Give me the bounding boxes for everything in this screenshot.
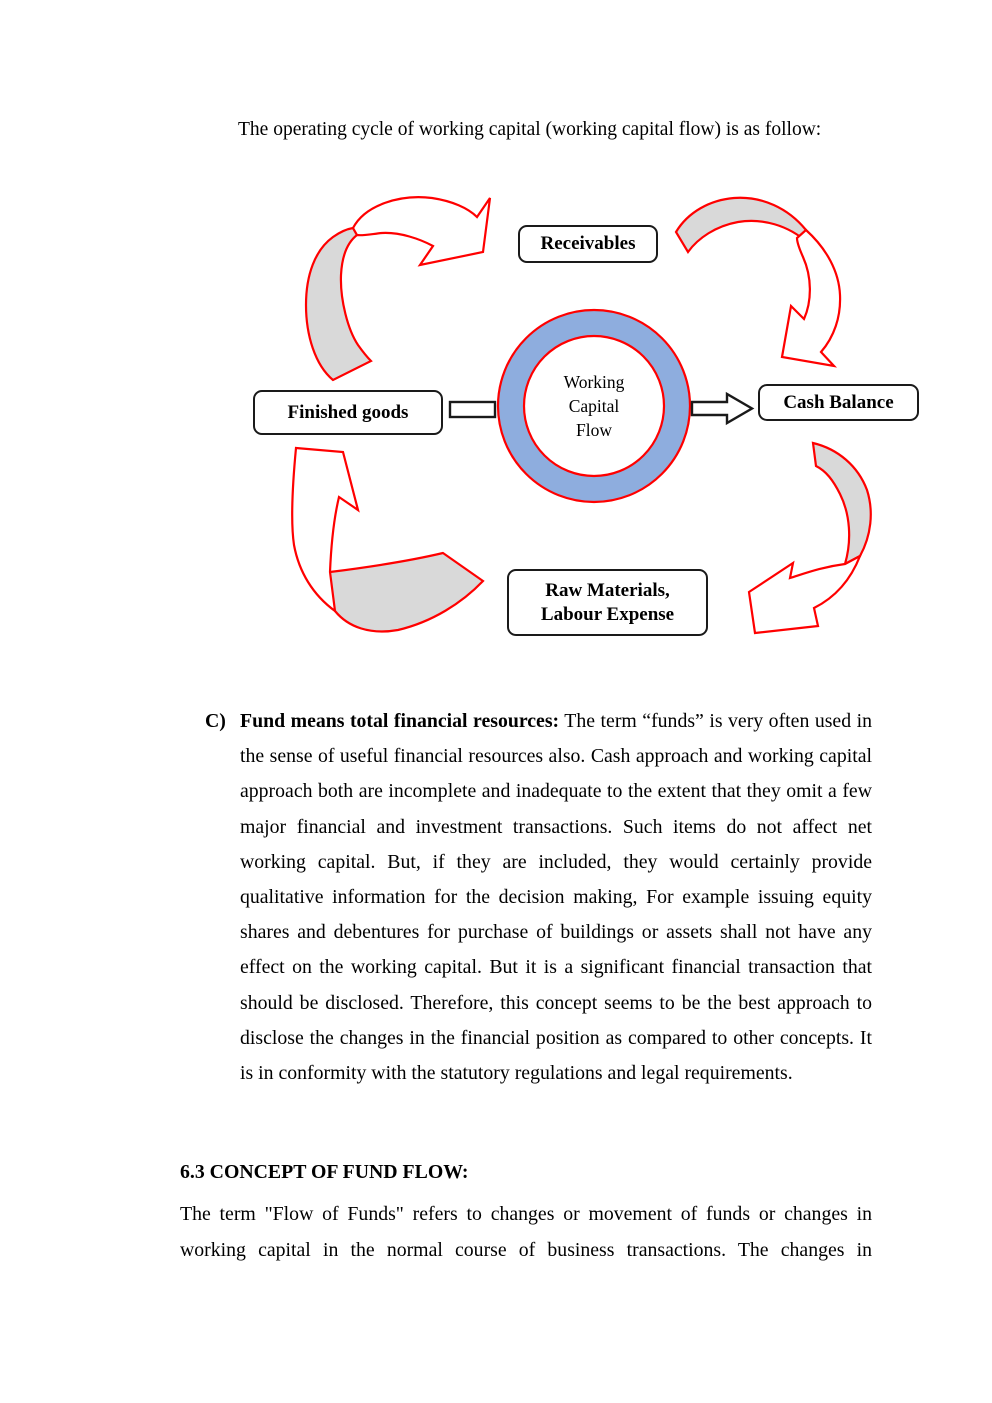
section-6-3-heading: 6.3 CONCEPT OF FUND FLOW: xyxy=(180,1161,469,1183)
raw-materials-box: Raw Materials, Labour Expense xyxy=(507,569,708,636)
intro-text: The operating cycle of working capital (… xyxy=(238,119,822,140)
paragraph-c: C) Fund means total financial resources:… xyxy=(205,704,872,1091)
paragraph-c-body: Fund means total financial resources: Th… xyxy=(240,704,872,1091)
paragraph-c-text: The term “funds” is very often used in t… xyxy=(240,710,872,1085)
curved-arrow-top-left-tail xyxy=(304,226,373,382)
curved-arrow-bottom-left-tail xyxy=(327,551,485,633)
paragraph-c-marker: C) xyxy=(205,710,226,732)
center-caption-line2: Capital xyxy=(568,396,620,416)
center-caption-line1: Working xyxy=(563,372,625,392)
raw-materials-label-line2: Labour Expense xyxy=(540,603,675,625)
curved-arrow-top-left-head xyxy=(351,196,492,267)
cycle-arrows-canvas xyxy=(291,196,872,635)
curved-arrow-bottom-right-head xyxy=(747,553,863,635)
working-capital-cycle-diagram: Receivables Cash Balance Finished goods … xyxy=(0,180,992,680)
curved-arrow-top-right-head xyxy=(780,228,842,368)
center-caption-line3: Flow xyxy=(576,420,612,440)
finished-goods-box: Finished goods xyxy=(253,390,443,435)
cash-balance-label: Cash Balance xyxy=(783,391,894,413)
finished-goods-label: Finished goods xyxy=(287,401,409,423)
curved-arrow-bottom-left-head xyxy=(291,446,360,614)
receivables-label: Receivables xyxy=(540,233,636,255)
curved-arrow-bottom-right-tail xyxy=(811,441,872,567)
curved-arrow-top-right-tail xyxy=(674,196,810,255)
right-block-arrow xyxy=(690,391,755,426)
section-6-3-paragraph: The term "Flow of Funds" refers to chang… xyxy=(180,1203,872,1261)
receivables-box: Receivables xyxy=(518,225,658,263)
center-caption: Working Capital Flow xyxy=(514,368,674,444)
connector-rectangle xyxy=(448,400,497,419)
center-ring-inner xyxy=(522,334,666,478)
cash-balance-box: Cash Balance xyxy=(758,384,919,421)
raw-materials-label-line1: Raw Materials, xyxy=(545,579,670,601)
paragraph-c-lead: Fund means total financial resources: xyxy=(240,710,560,732)
